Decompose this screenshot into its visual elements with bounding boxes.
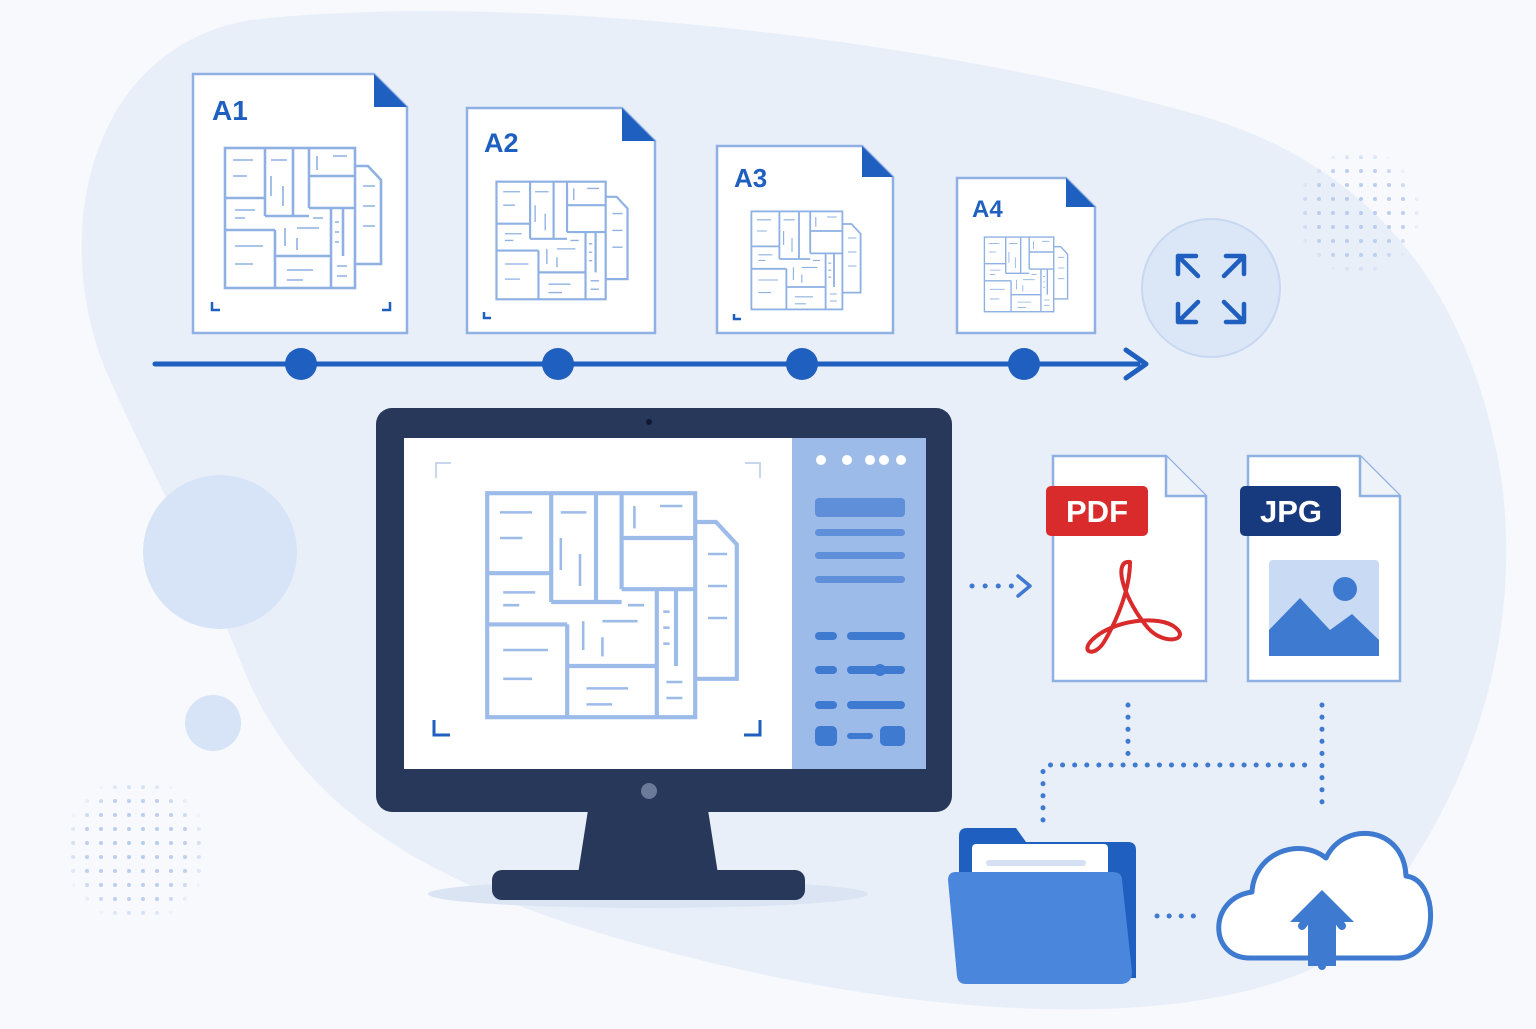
export-arrow [969,574,1032,598]
paper-card-a3: A3 [715,144,895,335]
jpg-badge [1240,486,1341,536]
side-panel-window-dots [816,455,906,465]
folder-icon [948,828,1136,984]
dotted-connectors [1040,702,1325,919]
decor-circle-large [143,475,297,629]
image-icon [1269,560,1379,656]
dot-grid-bottom-left [60,776,215,926]
side-panel-menu-lines [815,498,905,583]
paper-size-label: A2 [484,128,519,158]
timeline-arrowhead [1123,347,1149,381]
side-panel-sliders [815,632,905,746]
timeline-node [542,348,574,380]
adobe-acrobat-icon [1085,560,1182,654]
paper-card-a2: A2 [465,106,657,335]
paper-size-label: A1 [212,95,248,126]
monitor-stand [492,870,805,900]
timeline-node [285,348,317,380]
jpg-label: JPG [1260,494,1322,529]
monitor [376,408,952,908]
timeline [152,347,1149,381]
timeline-node [786,348,818,380]
timeline-node [1008,348,1040,380]
pdf-file: PDF [1046,454,1208,683]
expand-arrows-icon [1141,218,1281,358]
paper-card-a4: A4 [955,176,1097,335]
screen-side-panel [792,438,926,769]
monitor-neck [578,810,718,874]
paper-card-a1: A1 [191,72,409,335]
monitor-power-button [641,783,657,799]
dot-grid-top-right [1290,145,1430,280]
pdf-label: PDF [1066,494,1128,529]
monitor-camera [646,419,652,425]
pdf-badge [1046,486,1148,536]
screen-drawing-canvas [432,462,762,737]
cloud-upload-icon [1216,831,1434,970]
decor-circle-small [185,695,241,751]
jpg-file: JPG [1240,454,1402,683]
paper-size-label: A4 [972,196,1003,223]
paper-size-label: A3 [734,163,767,193]
